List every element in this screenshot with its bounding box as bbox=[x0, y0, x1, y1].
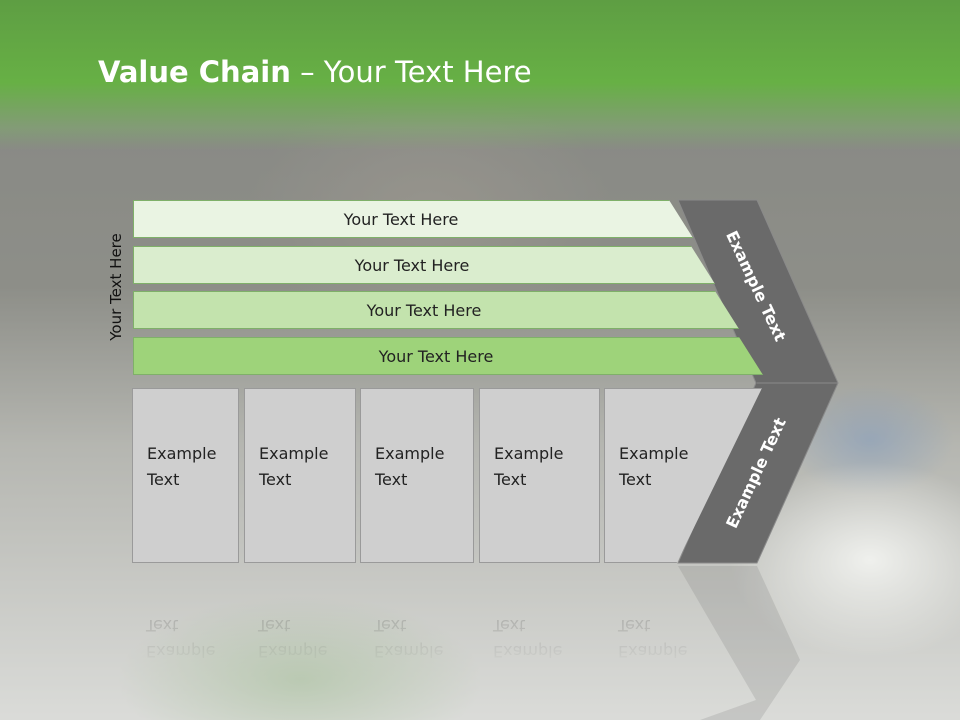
bar-4[interactable]: Your Text Here bbox=[133, 337, 763, 375]
box-reflection-1: Example Text bbox=[132, 566, 239, 716]
reflection-text: Example Text bbox=[374, 612, 443, 664]
side-label[interactable]: Your Text Here bbox=[107, 233, 125, 341]
reflection-text: Example Text bbox=[146, 612, 215, 664]
box-text-line2: Text bbox=[494, 470, 527, 489]
box-text-line2: Text bbox=[619, 470, 652, 489]
title-rest: – Your Text Here bbox=[290, 55, 532, 89]
reflection-line2: Text bbox=[146, 616, 179, 635]
title-bold: Value Chain bbox=[98, 55, 291, 89]
bar-label: Your Text Here bbox=[343, 209, 459, 229]
box-reflection-2: Example Text bbox=[244, 566, 356, 716]
slide-title[interactable]: Value Chain – Your Text Here bbox=[98, 55, 532, 89]
reflection-line2: Text bbox=[493, 616, 526, 635]
reflection-line2: Text bbox=[618, 616, 651, 635]
reflection-line1: Example bbox=[146, 642, 216, 661]
box-text-line2: Text bbox=[375, 470, 408, 489]
box-text-line1: Example bbox=[147, 444, 217, 463]
reflection-line1: Example bbox=[618, 642, 688, 661]
box-text-line1: Example bbox=[259, 444, 329, 463]
reflection-line2: Text bbox=[258, 616, 291, 635]
bar-3[interactable]: Your Text Here bbox=[133, 291, 739, 329]
bar-1[interactable]: Your Text Here bbox=[133, 200, 693, 238]
reflection-text: Example Text bbox=[618, 612, 687, 664]
bar-label: Your Text Here bbox=[378, 346, 494, 366]
bar-2[interactable]: Your Text Here bbox=[133, 246, 715, 284]
bar-label: Your Text Here bbox=[354, 255, 470, 275]
box-text-line2: Text bbox=[259, 470, 292, 489]
box-reflection-4: Example Text bbox=[479, 566, 600, 716]
box-reflection-5: Example Text bbox=[604, 566, 762, 716]
bar-label: Your Text Here bbox=[366, 300, 482, 320]
box-text-line1: Example bbox=[619, 444, 689, 463]
reflection-line1: Example bbox=[374, 642, 444, 661]
box-text-line1: Example bbox=[375, 444, 445, 463]
header-band bbox=[0, 0, 960, 150]
reflection-line2: Text bbox=[374, 616, 407, 635]
reflection-line1: Example bbox=[493, 642, 563, 661]
box-text-line1: Example bbox=[494, 444, 564, 463]
reflection-line1: Example bbox=[258, 642, 328, 661]
reflection-text: Example Text bbox=[258, 612, 327, 664]
box-reflection-3: Example Text bbox=[360, 566, 474, 716]
reflection-text: Example Text bbox=[493, 612, 562, 664]
box-text-line2: Text bbox=[147, 470, 180, 489]
